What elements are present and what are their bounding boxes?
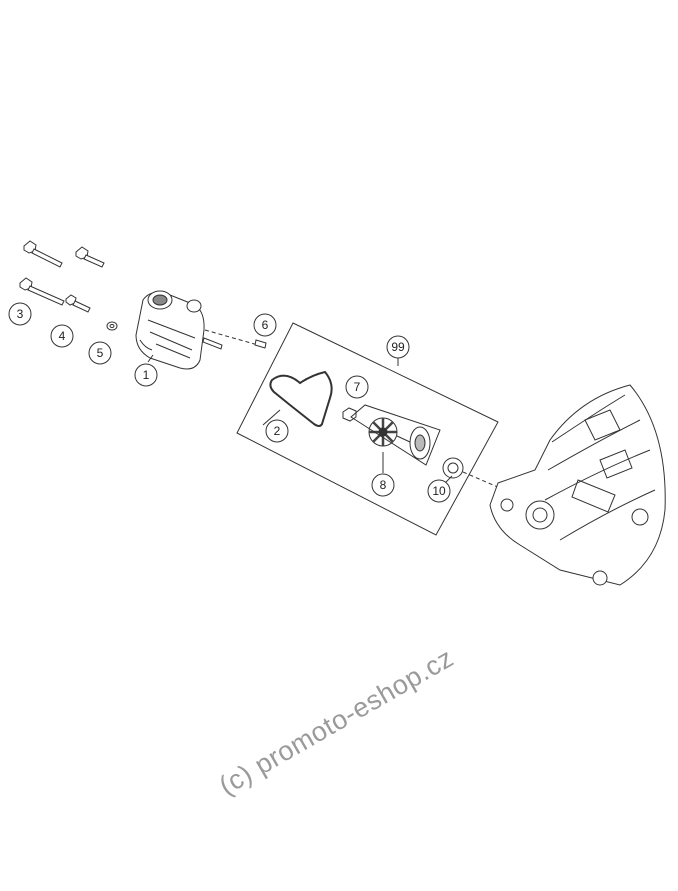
bolt-4 — [65, 294, 91, 313]
washer-5 — [106, 321, 118, 331]
callout-1: 1 — [134, 363, 158, 387]
callout-6: 6 — [253, 313, 277, 337]
gasket-2 — [269, 370, 333, 427]
callout-2: 2 — [265, 419, 289, 443]
bolt-icon — [75, 246, 105, 268]
svg-text:3: 3 — [17, 307, 24, 321]
svg-text:99: 99 — [391, 340, 405, 354]
svg-text:6: 6 — [262, 318, 269, 332]
svg-text:8: 8 — [380, 478, 387, 492]
callout-5: 5 — [88, 341, 112, 365]
callout-4: 4 — [50, 324, 74, 348]
pump-cover-1 — [135, 290, 223, 370]
svg-text:10: 10 — [432, 484, 446, 498]
callout-7: 7 — [345, 375, 369, 399]
bolt-3 — [19, 277, 65, 306]
callout-8: 8 — [371, 473, 395, 497]
callout-3: 3 — [8, 302, 32, 326]
svg-text:5: 5 — [97, 346, 104, 360]
svg-text:7: 7 — [354, 380, 361, 394]
callout-10: 10 — [427, 479, 451, 503]
group-frame-99 — [236, 322, 499, 536]
bolt-icon — [23, 240, 63, 268]
dowel-pin-6 — [254, 339, 267, 349]
svg-text:4: 4 — [59, 329, 66, 343]
clutch-cover — [489, 384, 666, 586]
svg-text:1: 1 — [143, 368, 150, 382]
svg-text:2: 2 — [274, 424, 281, 438]
seal-10 — [442, 457, 464, 479]
impeller-8 — [368, 417, 431, 460]
callout-99: 99 — [386, 335, 410, 359]
